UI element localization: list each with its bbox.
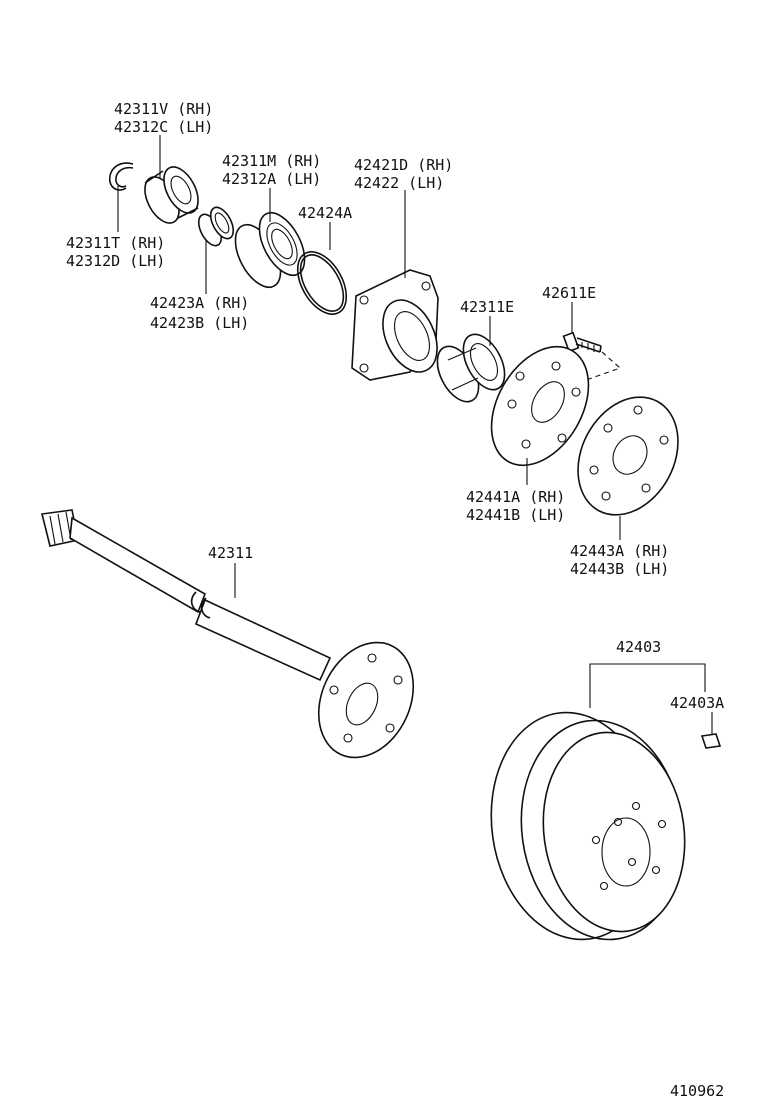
- part-labels: 42311V (RH) 42312C (LH) 42311M (RH) 4231…: [66, 100, 724, 1100]
- brake-drum[interactable]: [477, 702, 697, 951]
- label-42611e: 42611E: [542, 284, 596, 302]
- label-42424a: 42424A: [298, 204, 352, 222]
- bearing-housing[interactable]: [351, 269, 448, 381]
- label-42441a: 42441A (RH): [466, 488, 565, 506]
- oil-seal[interactable]: [138, 161, 205, 228]
- gasket-plate[interactable]: [558, 380, 697, 533]
- label-42312a: 42312A (LH): [222, 170, 321, 188]
- figure-number: 410962: [670, 1082, 724, 1100]
- inner-seal[interactable]: [429, 328, 513, 409]
- label-42403a: 42403A: [670, 694, 724, 712]
- label-42312c: 42312C (LH): [114, 118, 213, 136]
- label-42423b: 42423B (LH): [150, 314, 249, 332]
- label-42443b: 42443B (LH): [570, 560, 669, 578]
- label-42312d: 42312D (LH): [66, 252, 165, 270]
- label-42421d: 42421D (RH): [354, 156, 453, 174]
- label-42403: 42403: [616, 638, 661, 656]
- axle-shaft[interactable]: [41, 509, 431, 773]
- hub-bolt[interactable]: [562, 331, 602, 353]
- label-42311m: 42311M (RH): [222, 152, 321, 170]
- label-42311: 42311: [208, 544, 253, 562]
- bearing-retainer[interactable]: [194, 204, 238, 249]
- label-42422: 42422 (LH): [354, 174, 444, 192]
- label-42311e: 42311E: [460, 298, 514, 316]
- label-42443a: 42443A (RH): [570, 542, 669, 560]
- backing-plate[interactable]: [472, 330, 609, 483]
- axle-bearing[interactable]: [226, 206, 314, 295]
- label-42311t: 42311T (RH): [66, 234, 165, 252]
- label-42311v: 42311V (RH): [114, 100, 213, 118]
- leader-lines: [117, 135, 713, 734]
- drum-hole-plug[interactable]: [700, 733, 722, 749]
- label-42423a: 42423A (RH): [150, 294, 249, 312]
- o-ring[interactable]: [288, 244, 357, 323]
- label-42441b: 42441B (LH): [466, 506, 565, 524]
- snap-ring[interactable]: [108, 162, 134, 191]
